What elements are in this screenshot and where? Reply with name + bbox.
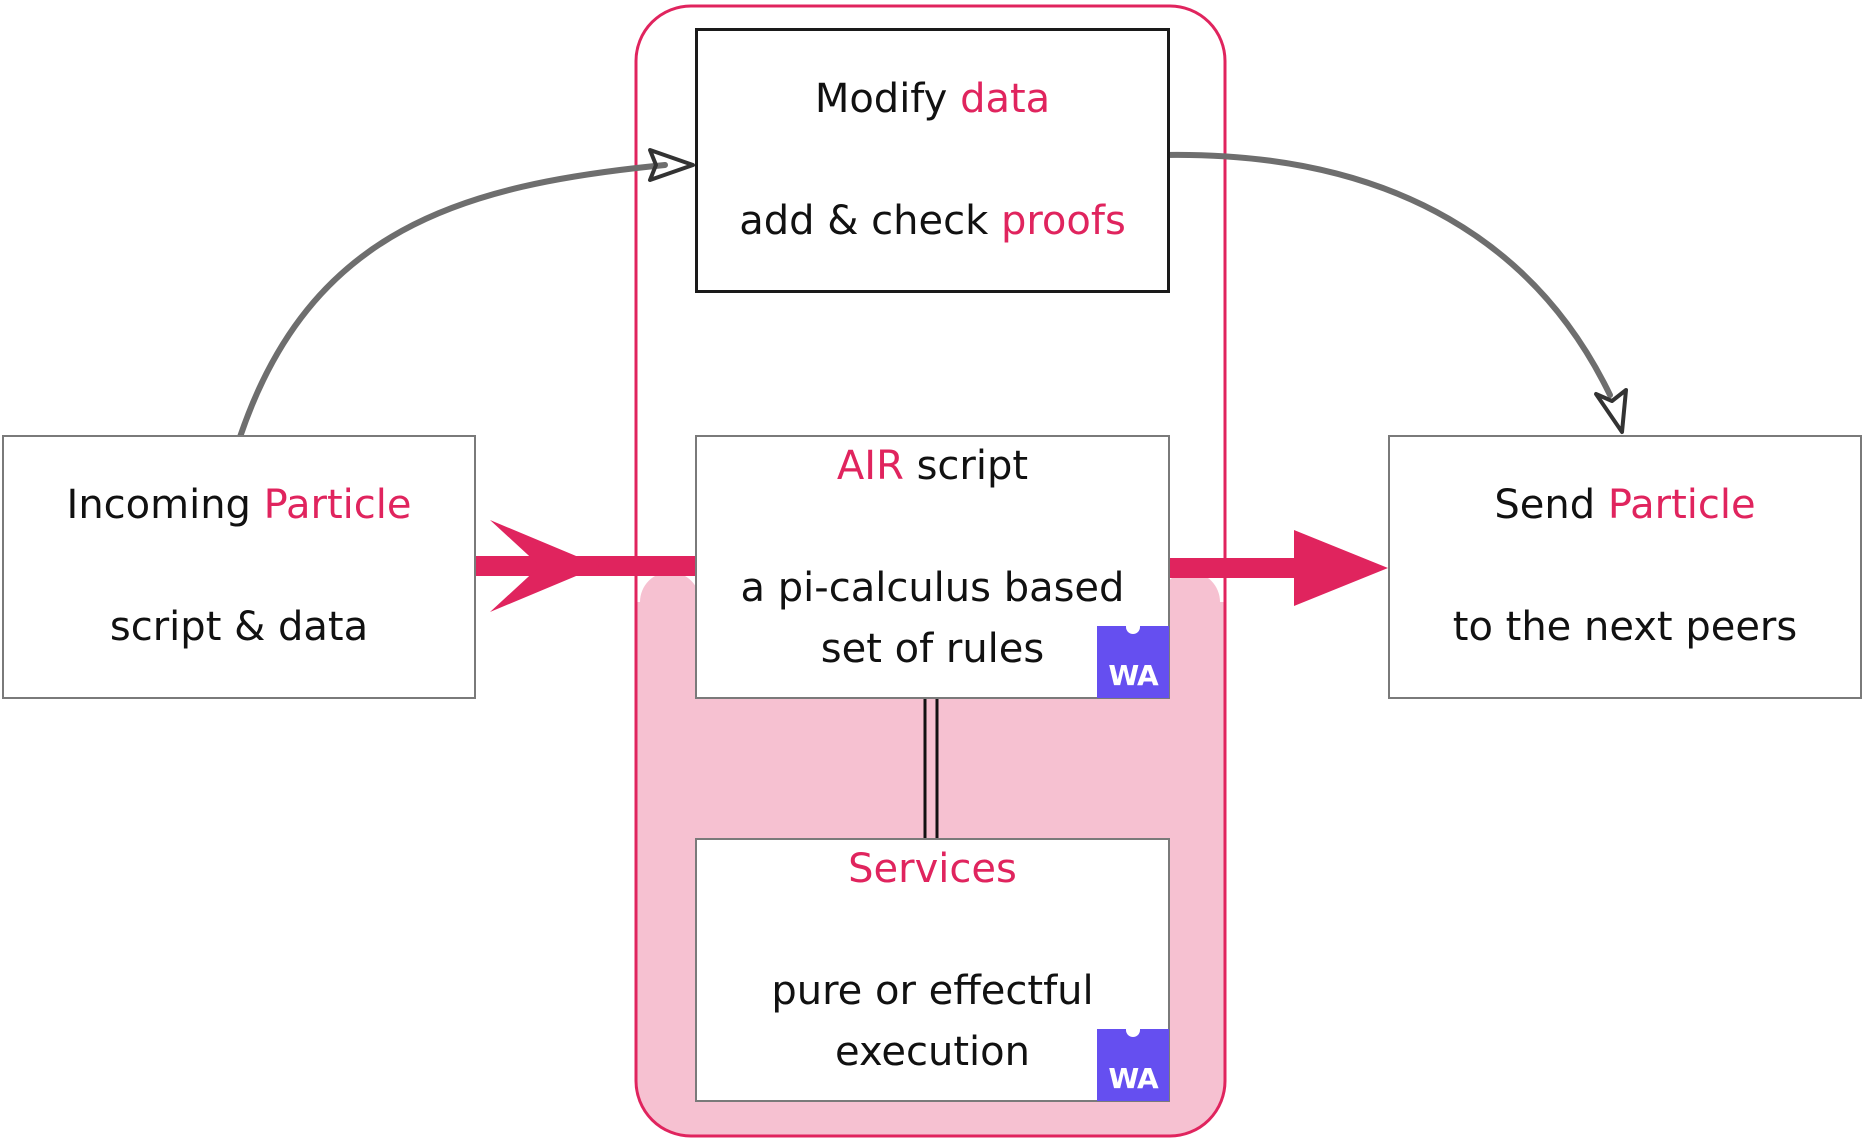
send-title-accent: Particle [1607, 482, 1756, 528]
send-title-plain: Send [1494, 482, 1608, 528]
send-particle-subtitle: to the next peers [1452, 604, 1798, 650]
services-title: Services [848, 846, 1017, 892]
modify-data-box: Modify data add & check proofs [695, 28, 1170, 293]
modify-data-title: Modify data [698, 69, 1167, 129]
send-particle-title: Send Particle [1390, 475, 1860, 535]
arrow-incoming-to-modify [237, 162, 668, 440]
modify-subtitle-accent: proofs [1000, 198, 1126, 244]
arrowhead-incoming-to-air [490, 520, 600, 612]
modify-subtitle-plain: add & check [739, 198, 1001, 244]
webassembly-badge-icon: WA [1097, 1021, 1169, 1101]
arrowhead-incoming-to-modify [648, 148, 695, 182]
send-particle-box: Send Particle to the next peers [1388, 435, 1862, 699]
badge-label: WA [1108, 1062, 1158, 1095]
incoming-title-plain: Incoming [66, 482, 264, 528]
air-script-line1: a pi-calculus based [740, 565, 1125, 611]
modify-title-accent: data [960, 76, 1051, 122]
modify-data-subtitle: add & check proofs [698, 191, 1167, 251]
modify-title-plain: Modify [814, 76, 961, 122]
badge-label: WA [1108, 659, 1158, 692]
incoming-title-accent: Particle [263, 482, 412, 528]
badge-notch [1126, 1021, 1140, 1037]
incoming-particle-title: Incoming Particle [4, 475, 474, 535]
air-script-line2: set of rules [820, 626, 1045, 672]
webassembly-badge-icon: WA [1097, 618, 1169, 698]
arrow-modify-to-send [1157, 151, 1613, 398]
air-title-plain: script [903, 443, 1029, 489]
arrowhead-air-to-send [1294, 530, 1388, 606]
air-script-title: AIR script [697, 436, 1168, 496]
incoming-particle-box: Incoming Particle script & data [2, 435, 476, 699]
badge-notch [1126, 618, 1140, 634]
arrowhead-modify-to-send [1594, 388, 1628, 434]
incoming-particle-subtitle: script & data [109, 604, 369, 650]
air-title-accent: AIR [836, 443, 904, 489]
services-line2: execution [835, 1029, 1030, 1075]
air-script-box: AIR script a pi-calculus based set of ru… [695, 435, 1170, 699]
services-line1: pure or effectful [771, 968, 1094, 1014]
services-box: Services pure or effectful execution WA [695, 838, 1170, 1102]
